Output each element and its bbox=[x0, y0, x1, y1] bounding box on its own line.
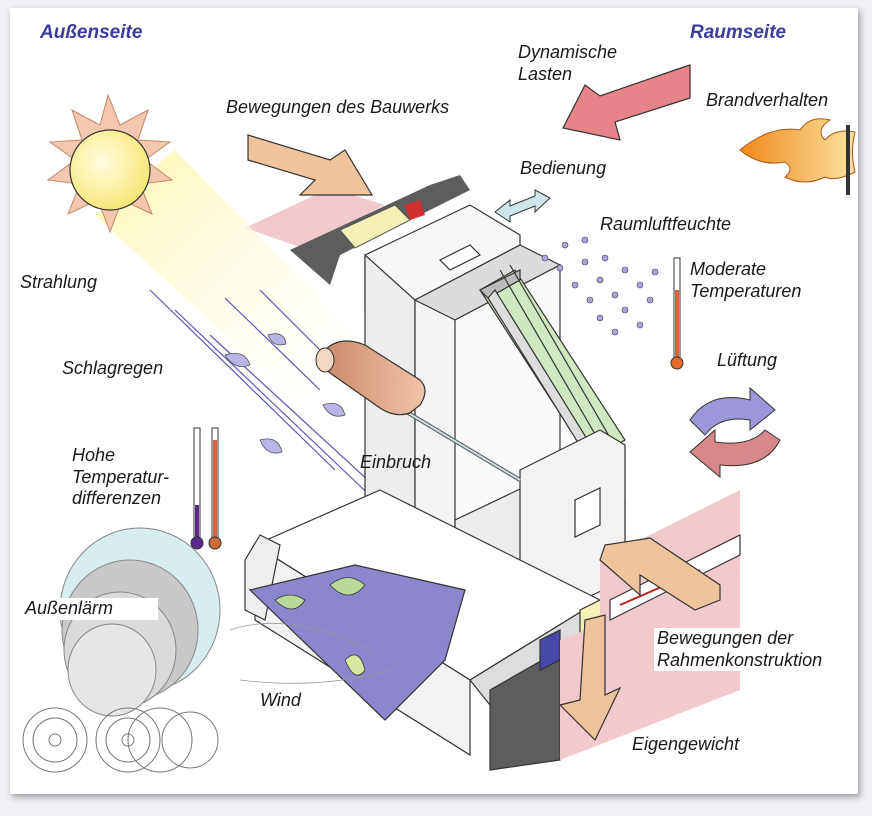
high-temperature-differences-label: Hohe Temperatur- differenzen bbox=[72, 445, 170, 509]
outside-noise-label: Außenlärm bbox=[22, 598, 158, 620]
ventilation-arrows-icon bbox=[689, 386, 781, 479]
frame-movements-label: Bewegungen der Rahmenkonstruktion bbox=[654, 628, 826, 672]
noise-circles-icon bbox=[59, 527, 221, 717]
fire-behaviour-label: Brandverhalten bbox=[706, 90, 829, 110]
dead-weight-arrow bbox=[558, 614, 622, 742]
sun-icon bbox=[46, 93, 174, 234]
burglary-label: Einbruch bbox=[360, 452, 432, 472]
sun-beam bbox=[95, 150, 370, 405]
thermometer-pair-icon bbox=[190, 427, 222, 550]
window-frame-section bbox=[364, 204, 626, 616]
dead-weight-label: Eigengewicht bbox=[632, 734, 740, 754]
radiation-label: Strahlung bbox=[20, 272, 98, 292]
room-humidity-label: Raumluftfeuchte bbox=[600, 214, 732, 234]
dynamic-loads-label: Dynamische Lasten bbox=[518, 42, 618, 84]
moderate-temperatures-label: Moderate Temperaturen bbox=[690, 259, 802, 301]
upper-wall-section bbox=[245, 175, 470, 285]
tire-icons bbox=[22, 707, 219, 773]
dynamic-loads-arrow bbox=[562, 64, 691, 141]
building-movements-label: Bewegungen des Bauwerks bbox=[226, 97, 450, 117]
wind-label: Wind bbox=[260, 690, 301, 710]
operation-double-arrow bbox=[494, 189, 551, 223]
wind-arrow bbox=[229, 564, 466, 721]
thermometer-room-icon bbox=[670, 257, 684, 370]
frame-movements-arrow bbox=[599, 537, 721, 611]
screwdriver-icon bbox=[315, 340, 522, 482]
ventilation-label: Lüftung bbox=[717, 350, 778, 370]
driving-rain-label: Schlagregen bbox=[62, 358, 164, 378]
operation-label: Bedienung bbox=[520, 158, 607, 178]
humidity-drops-icon bbox=[541, 236, 659, 336]
inside-side-heading: Raumseite bbox=[690, 22, 787, 43]
flame-icon bbox=[739, 118, 856, 195]
building-movements-arrow bbox=[247, 134, 374, 196]
outside-side-heading: Außenseite bbox=[40, 22, 143, 43]
